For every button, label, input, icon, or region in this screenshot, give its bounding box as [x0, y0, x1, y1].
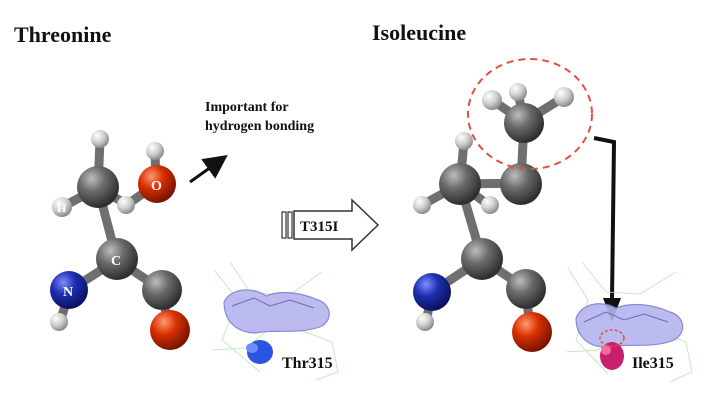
nitrogen-atom [413, 273, 451, 311]
nitrogen-atom-label: N [63, 285, 73, 300]
note-line-1: Important for [205, 100, 289, 115]
methyl-highlight-circle [467, 58, 593, 170]
hydrogen-atom [413, 196, 431, 214]
hydrogen-atom [91, 130, 109, 148]
carbonyl-carbon-atom [506, 269, 546, 309]
hydrogen-atom [509, 83, 527, 101]
hydrogen-atom [117, 196, 135, 214]
hydrogen-atom [455, 132, 473, 150]
alpha-carbon-atom [96, 238, 138, 280]
threonine-model: H O C N [50, 130, 190, 350]
mutation-label: T315I [300, 219, 339, 235]
hydrogen-atom-labeled [52, 197, 72, 217]
carbon-atom-label: C [111, 254, 121, 269]
thr315-label: Thr315 [282, 355, 333, 372]
annotation-arrow [189, 155, 228, 184]
carbonyl-carbon-atom [142, 270, 182, 310]
methyl-carbon-atom [504, 103, 544, 143]
thr315-inset [211, 261, 339, 381]
hydrogen-atom [554, 87, 574, 107]
protein-surface [575, 303, 684, 348]
protein-surface [223, 289, 330, 334]
oxygen-atom [150, 310, 190, 350]
connector-line [593, 136, 617, 301]
hydrogen-bonding-note: Important for hydrogen bonding [205, 98, 314, 136]
hydrogen-atom [481, 196, 499, 214]
threonine-title: Threonine [14, 22, 112, 47]
ile315-inset [565, 261, 693, 383]
isoleucine-title: Isoleucine [372, 20, 467, 45]
oxygen-atom [138, 165, 176, 203]
ile315-label: Ile315 [632, 355, 674, 372]
isoleucine-model [413, 83, 574, 352]
hydrogen-atom [416, 313, 434, 331]
nitrogen-atom [50, 271, 88, 309]
carbon-atom [439, 163, 481, 205]
note-line-2: hydrogen bonding [205, 119, 315, 134]
hydrogen-atom [50, 313, 68, 331]
hydrogen-atom [482, 90, 502, 110]
hydrogen-atom-label: H [57, 201, 67, 215]
carbon-atom [500, 163, 542, 205]
alpha-carbon-atom [461, 238, 503, 280]
carbon-atom [77, 166, 119, 208]
mutation-arrow: T315I [281, 198, 380, 252]
oxygen-atom [512, 312, 552, 352]
oxygen-atom-label: O [151, 179, 162, 194]
hydrogen-atom [146, 142, 164, 160]
